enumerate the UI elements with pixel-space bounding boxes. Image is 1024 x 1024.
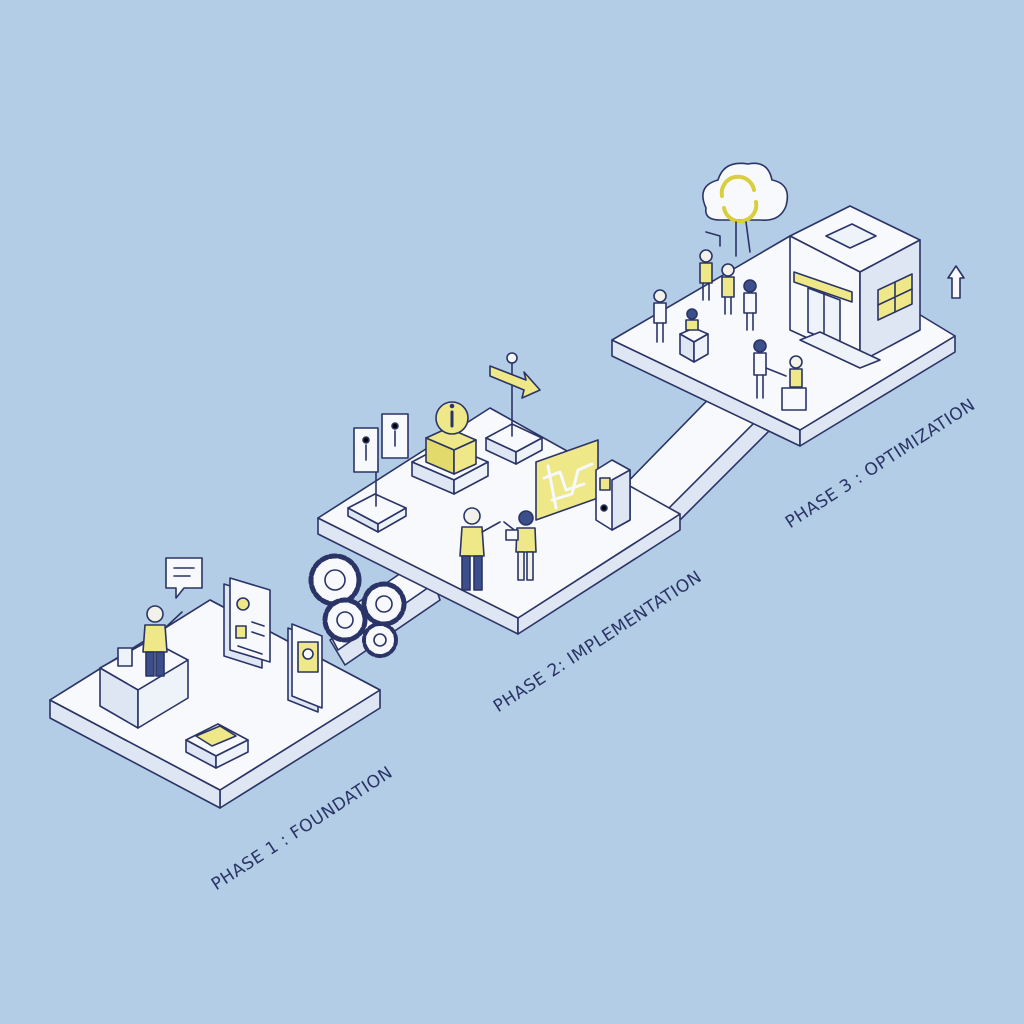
cloud-sync-icon (702, 162, 789, 257)
people-talking (459, 507, 537, 591)
people-queue (653, 249, 757, 343)
map-board-icon (535, 439, 599, 521)
platform-implementation (317, 407, 681, 635)
service-counter (679, 308, 709, 363)
documents-stack (185, 723, 249, 769)
people-meeting (753, 339, 807, 411)
direction-arrow-sign-icon (485, 352, 543, 465)
info-sign-icon (411, 401, 489, 495)
gears-icon (308, 553, 407, 658)
chat-bubble-icon (165, 557, 203, 599)
profile-card-icon (223, 577, 271, 669)
mobile-profile-icon (287, 623, 323, 713)
building-icon (789, 205, 921, 369)
up-arrow-icon (947, 265, 965, 299)
restroom-sign-icon (347, 413, 409, 533)
kiosk-icon (595, 459, 631, 531)
receptionist-person (142, 605, 183, 677)
